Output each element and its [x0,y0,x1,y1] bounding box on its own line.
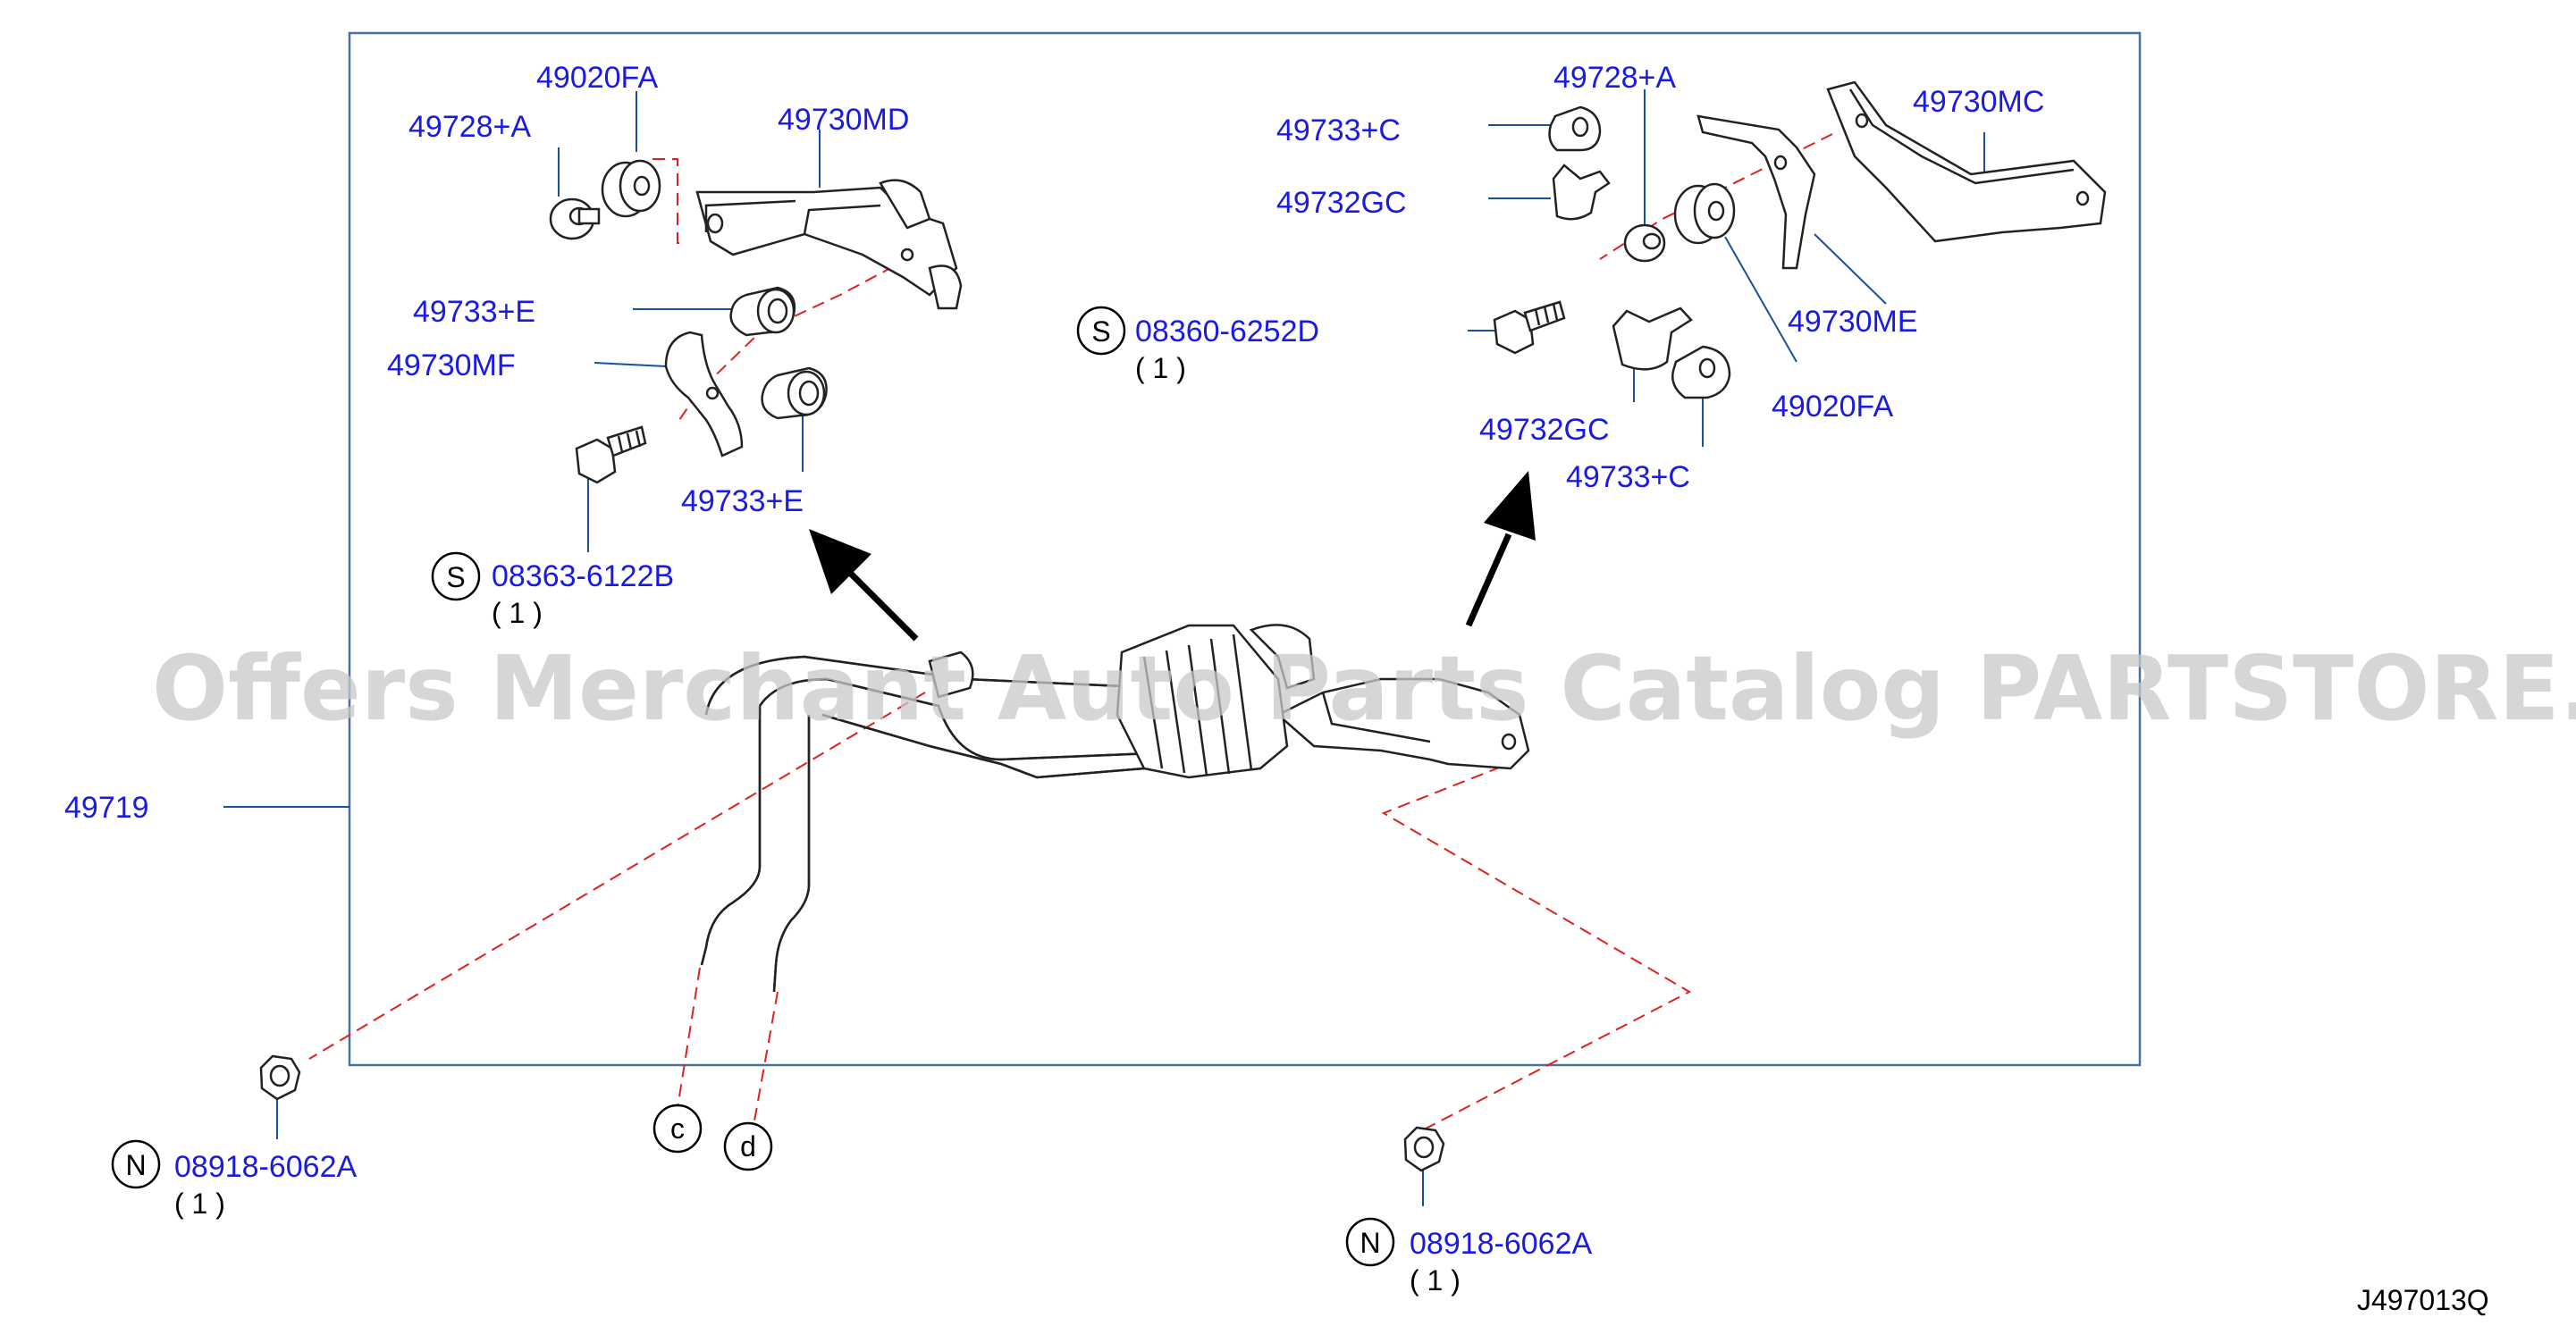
watermark-text: Offers Merchant Auto Parts Catalog PARTS… [152,636,2576,741]
bolt-08360-6252d [1493,300,1566,355]
bolt-08363-6122b [575,425,647,484]
bush-49733e-bottom [761,366,828,420]
label-49020fa-right[interactable]: 49020FA [1772,390,1893,424]
symbol-circle-c [652,1104,703,1154]
qty-08918-6062a-right: ( 1 ) [1410,1264,1461,1297]
symbol-n-left: N [125,1149,146,1181]
label-49020fa-left[interactable]: 49020FA [536,61,658,95]
symbol-s-mid: S [1091,315,1110,348]
bush-49733c-bottom [1671,345,1731,399]
symbol-d: d [740,1130,756,1162]
direction-arrows [809,471,1536,642]
label-49732gc-top[interactable]: 49732GC [1276,186,1407,220]
bracket-49730me [1696,114,1816,270]
label-49732gc-bottom[interactable]: 49732GC [1479,413,1610,447]
grommet-49020fa-left [601,159,661,218]
label-49733c-bottom[interactable]: 49733+C [1566,460,1690,494]
label-49728a-right[interactable]: 49728+A [1553,61,1676,95]
figure-reference: J497013Q [2357,1284,2489,1316]
bolt-49728a-left [549,197,601,240]
assembly-frame [348,31,2142,1067]
symbol-s-left: S [446,561,465,593]
symbol-circle-d [723,1121,773,1171]
label-49733e-bottom[interactable]: 49733+E [681,484,804,518]
pipe-assembly-49719 [700,624,1530,993]
label-49730mc[interactable]: 49730MC [1913,85,2044,119]
part-labels: 49020FA 49728+A 49730MD 49733+E 49730MF … [64,61,2044,1297]
label-49730me[interactable]: 49730ME [1788,305,1918,339]
symbol-circle-n-left [111,1139,161,1189]
label-08918-6062a-left[interactable]: 08918-6062A [174,1150,358,1184]
circled-symbols: S S N N c d [111,306,1395,1267]
clip-49732gc-bottom [1612,306,1693,371]
label-49730md[interactable]: 49730MD [778,103,909,137]
qty-08363-6122b: ( 1 ) [492,597,543,629]
bush-49733c-top [1548,105,1602,152]
label-49719[interactable]: 49719 [64,791,149,825]
symbol-circle-n-right [1345,1217,1395,1267]
label-49733c-top[interactable]: 49733+C [1276,113,1401,147]
symbol-circle-s-mid [1076,306,1126,356]
label-08363-6122b[interactable]: 08363-6122B [492,559,674,593]
nut-08918-6062a-left [259,1054,301,1101]
label-08360-6252d[interactable]: 08360-6252D [1135,315,1319,348]
symbol-c: c [670,1112,685,1145]
label-49730mf[interactable]: 49730MF [387,348,516,382]
label-49728a-left[interactable]: 49728+A [408,110,531,144]
washer-49728a-right [1623,223,1666,263]
symbol-n-right: N [1360,1227,1380,1259]
nut-08918-6062a-right [1403,1126,1445,1172]
bush-49733e-top [729,286,796,337]
clamp-49730mf [664,331,744,457]
label-49733e-top[interactable]: 49733+E [413,295,535,329]
clip-49732gc-top [1552,164,1611,221]
grommet-49020fa-right [1673,182,1736,245]
qty-08360-6252d: ( 1 ) [1135,352,1186,384]
bracket-49730md [695,179,963,310]
symbol-circle-s-left [431,551,481,601]
bracket-49730mc [1826,80,2107,243]
label-08918-6062a-right[interactable]: 08918-6062A [1410,1227,1593,1261]
qty-08918-6062a-left: ( 1 ) [174,1188,225,1220]
